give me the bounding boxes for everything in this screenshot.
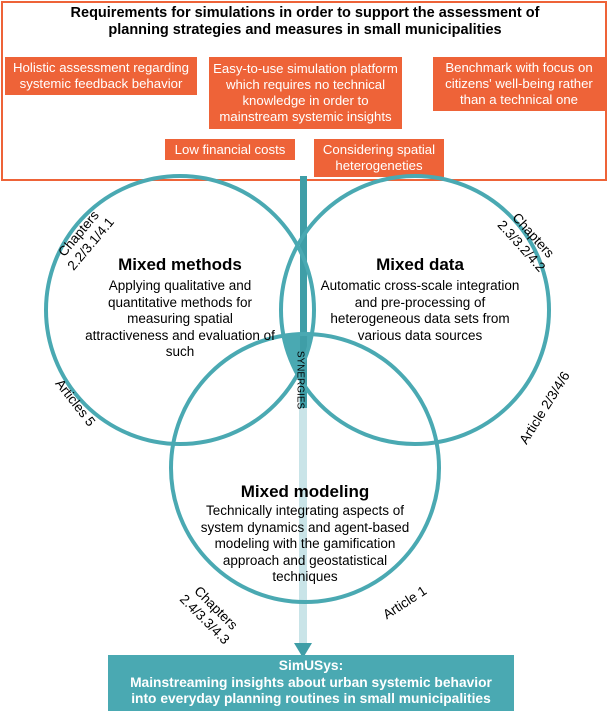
requirement-holistic-assessment: Holistic assessment regarding systemic f… xyxy=(5,57,197,95)
requirement-easy-to-use-platform: Easy-to-use simulation platform which re… xyxy=(209,57,402,129)
mixed-modeling-text: Technically integrating aspects of syste… xyxy=(200,503,410,584)
arrow-shaft-upper xyxy=(300,176,307,408)
simusys-line-1: Mainstreaming insights about urban syste… xyxy=(130,674,492,690)
requirement-low-costs: Low financial costs xyxy=(165,139,295,160)
mixed-data-text: Automatic cross-scale integration and pr… xyxy=(320,278,520,343)
mixed-data-circle xyxy=(279,174,551,446)
synergies-label: SYNERGIES xyxy=(294,351,305,410)
requirement-spatial-heterogeneities: Considering spatial heterogeneties xyxy=(314,139,444,177)
simusys-line-2: into everyday planning routines in small… xyxy=(131,691,491,706)
mixed-modeling-circle xyxy=(169,332,441,604)
mixed-data-title: Mixed data xyxy=(376,255,464,274)
simusys-output-box: SimUSys: Mainstreaming insights about ur… xyxy=(108,655,514,711)
arrow-shaft-lower xyxy=(299,365,307,643)
mixed-methods-text: Applying qualitative and quantitative me… xyxy=(85,278,275,359)
simusys-title: SimUSys: xyxy=(278,658,344,673)
requirement-benchmark-well-being: Benchmark with focus on citizens' well-b… xyxy=(433,57,605,111)
mixed-modeling-title: Mixed modeling xyxy=(240,482,370,501)
mixed-methods-title: Mixed methods xyxy=(118,255,242,274)
requirements-title: Requirements for simulations in order to… xyxy=(70,5,540,38)
arrow-head-icon xyxy=(294,643,312,658)
mixed-methods-circle xyxy=(44,174,316,446)
